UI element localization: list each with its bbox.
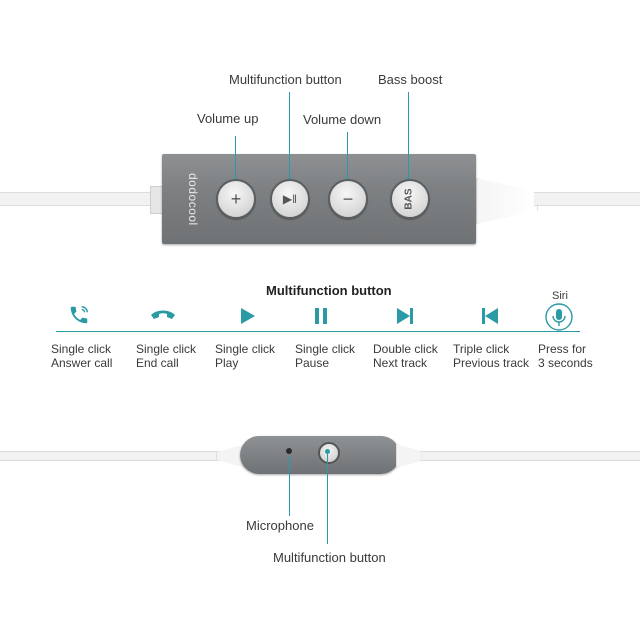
guide-line-microphone bbox=[289, 456, 290, 516]
label-volume-down: Volume down bbox=[303, 112, 382, 127]
multifunction-button[interactable]: ▶‖ bbox=[270, 179, 310, 219]
label-microphone: Microphone bbox=[246, 518, 314, 533]
bottom-cable-right bbox=[420, 451, 640, 461]
microphone-icon bbox=[544, 302, 574, 338]
guide-line-bass bbox=[408, 92, 409, 178]
section-title: Multifunction button bbox=[266, 283, 392, 298]
minus-icon: − bbox=[342, 189, 354, 209]
siri-label: Siri bbox=[552, 290, 568, 302]
guide-line-bottom-multifunction bbox=[327, 452, 328, 544]
pause-icon bbox=[306, 305, 336, 333]
label-volume-up: Volume up bbox=[197, 111, 259, 126]
label-bottom-multifunction: Multifunction button bbox=[273, 550, 386, 565]
phone-answer-icon bbox=[64, 304, 94, 332]
label-multifunction-button: Multifunction button bbox=[229, 72, 342, 87]
plus-icon: + bbox=[230, 189, 242, 209]
volume-up-button[interactable]: + bbox=[216, 179, 256, 219]
cable-right bbox=[534, 192, 640, 206]
volume-down-button[interactable]: − bbox=[328, 179, 368, 219]
guide-line-multifunction bbox=[289, 92, 290, 178]
cable-left bbox=[0, 192, 162, 206]
play-icon bbox=[232, 305, 262, 333]
previous-track-icon bbox=[475, 305, 505, 333]
label-bass-boost: Bass boost bbox=[378, 72, 443, 87]
bass-label: BAS bbox=[404, 188, 415, 210]
guide-line-volume-down bbox=[347, 132, 348, 178]
brand-logo: dodocool bbox=[186, 172, 200, 226]
phone-hangup-icon bbox=[148, 306, 178, 330]
microphone-hole-icon bbox=[286, 448, 292, 454]
timeline-line bbox=[56, 331, 580, 332]
guide-dot-bottom-multifunction bbox=[325, 449, 330, 454]
guide-line-volume-up bbox=[235, 136, 236, 178]
bottom-cable-left bbox=[0, 451, 220, 461]
cable-strain-relief-right bbox=[476, 178, 538, 224]
bass-boost-button[interactable]: BAS bbox=[390, 179, 430, 219]
play-pause-icon: ▶‖ bbox=[282, 192, 298, 206]
next-track-icon bbox=[390, 305, 420, 333]
